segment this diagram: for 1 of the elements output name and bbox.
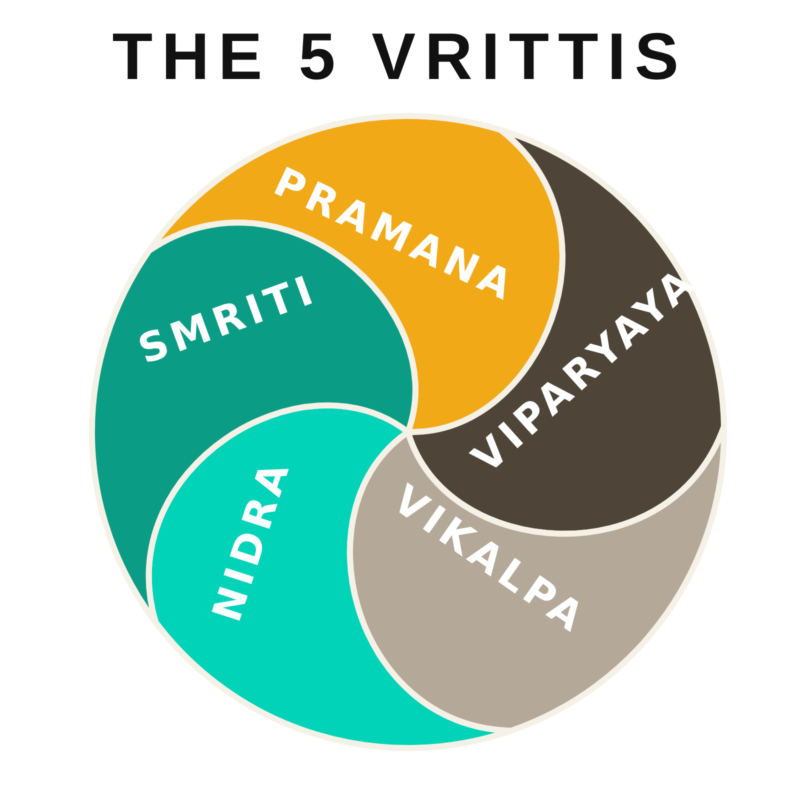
title: THE 5 VRITTIS: [111, 18, 689, 94]
